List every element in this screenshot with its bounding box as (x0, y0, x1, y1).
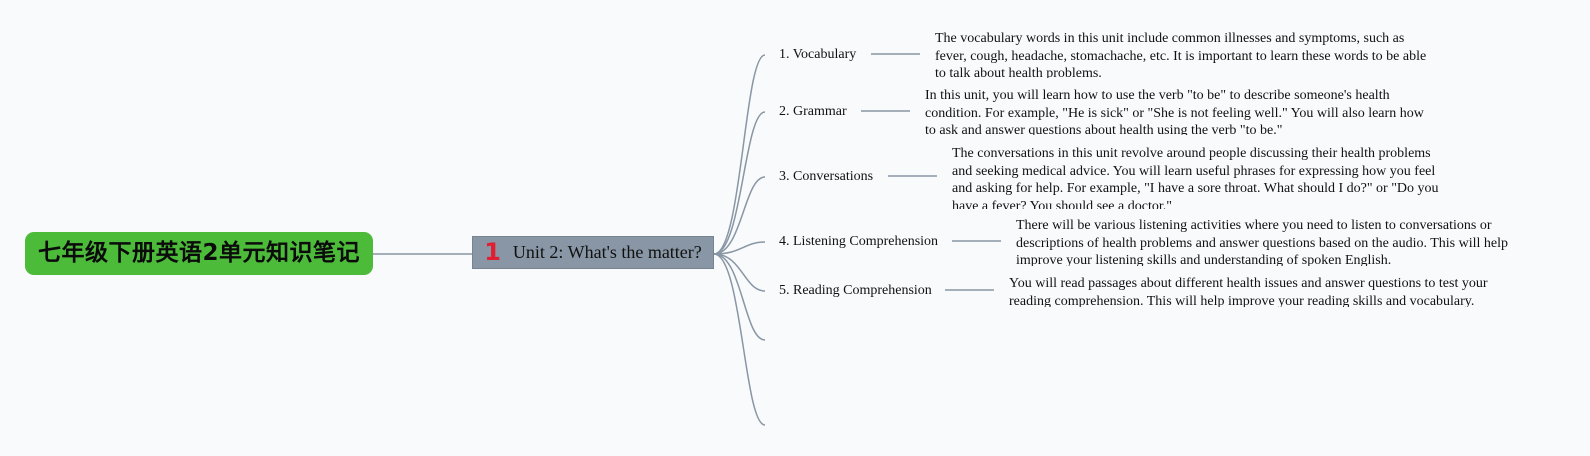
branch-connector-2 (713, 111, 766, 255)
branch-label-4[interactable]: 4. Listening Comprehension (779, 234, 939, 249)
root-topic[interactable]: 七年级下册英语2单元知识笔记 (25, 232, 373, 275)
branch-label-3[interactable]: 3. Conversations (779, 169, 874, 184)
branch-note-1[interactable]: The vocabulary words in this unit includ… (935, 31, 1427, 78)
central-topic[interactable]: 1 Unit 2: What's the matter? (472, 236, 714, 269)
priority-marker-icon: 1 (484, 237, 501, 266)
branch-label-1[interactable]: 1. Vocabulary (779, 47, 857, 62)
branch-note-5[interactable]: You will read passages about different h… (1009, 276, 1488, 307)
central-topic-label: Unit 2: What's the matter? (512, 242, 702, 262)
branch-note-3[interactable]: The conversations in this unit revolve a… (952, 146, 1439, 209)
branch-connector-3 (713, 176, 766, 255)
branch-connector-4 (713, 241, 766, 255)
branch-label-2[interactable]: 2. Grammar (779, 104, 847, 119)
branch-note-4[interactable]: There will be various listening activiti… (1016, 218, 1508, 266)
branch-label-5[interactable]: 5. Reading Comprehension (779, 283, 932, 298)
branch-connector-5 (713, 253, 766, 292)
empty-branch-connector-2 (713, 253, 766, 426)
empty-branch-connector-1 (713, 253, 766, 341)
branch-note-2[interactable]: In this unit, you will learn how to use … (925, 88, 1424, 135)
branch-connector-1 (713, 54, 766, 255)
